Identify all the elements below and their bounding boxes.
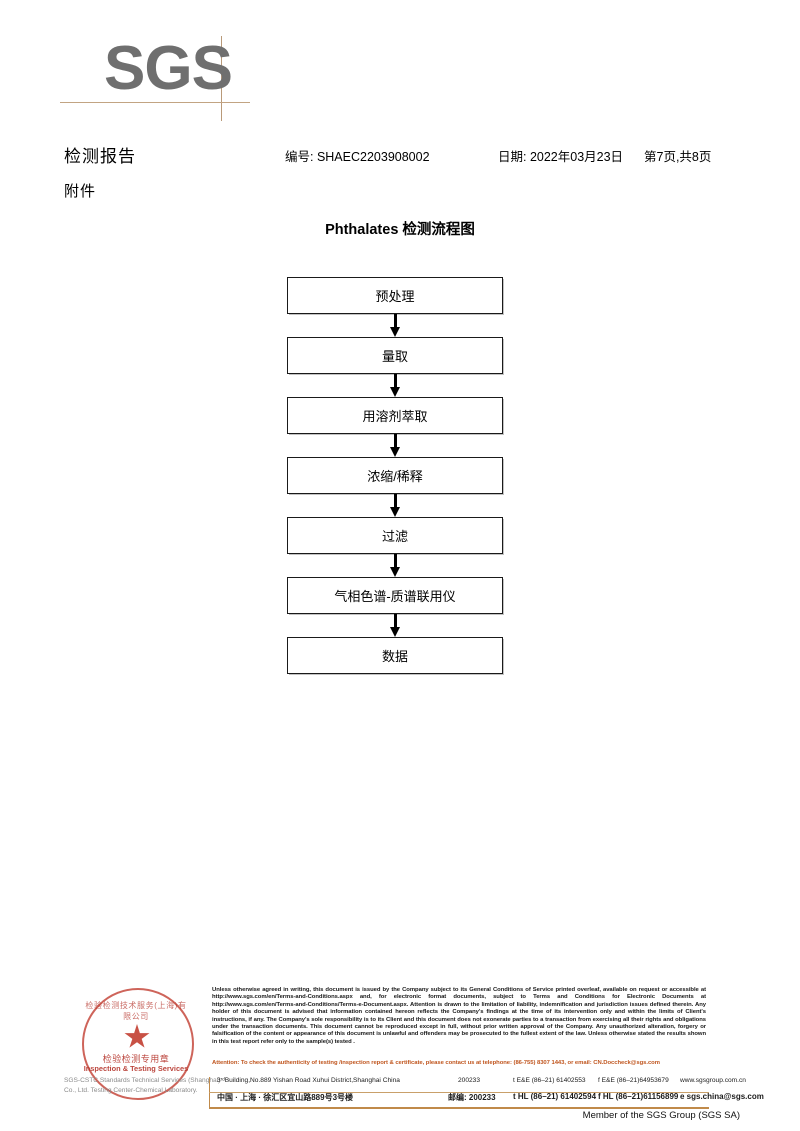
flow-step: 用溶剂萃取 bbox=[287, 397, 503, 434]
address-divider-middle bbox=[209, 1092, 709, 1093]
report-number: 编号: SHAEC2203908002 bbox=[285, 150, 430, 164]
website-url: www.sgsgroup.com.cn bbox=[680, 1077, 746, 1084]
flow-step: 气相色谱-质谱联用仪 bbox=[287, 577, 503, 614]
flow-arrow-icon bbox=[287, 494, 503, 517]
footer-address-block: 3ʳᵈBuilding,No.889 Yishan Road Xuhui Dis… bbox=[209, 1077, 764, 1109]
logo-text: SGS bbox=[104, 34, 233, 103]
page-title: 检测报告 bbox=[64, 147, 136, 166]
address-chinese: 中国 · 上海 · 徐汇区宜山路889号3号楼 bbox=[217, 1093, 354, 1102]
report-date: 日期: 2022年03月23日 bbox=[498, 150, 624, 164]
fax-hl: f HL (86–21)61156899 bbox=[598, 1092, 679, 1101]
flowchart-title: Phthalates 检测流程图 bbox=[325, 222, 475, 238]
flow-step: 量取 bbox=[287, 337, 503, 374]
address-english: 3ʳᵈBuilding,No.889 Yishan Road Xuhui Dis… bbox=[217, 1077, 400, 1084]
legal-paragraph: Unless otherwise agreed in writing, this… bbox=[212, 987, 706, 1045]
stamp-arc-text: 检验检测技术服务(上海)有限公司 bbox=[85, 1001, 187, 1021]
member-of-sgs-group: Member of the SGS Group (SGS SA) bbox=[582, 1110, 740, 1121]
email-address: e sgs.china@sgs.com bbox=[680, 1092, 764, 1101]
address-row-english: 3ʳᵈBuilding,No.889 Yishan Road Xuhui Dis… bbox=[213, 1077, 746, 1092]
logo-crosshair-horizontal bbox=[60, 102, 250, 103]
company-seal-stamp: 检验检测技术服务(上海)有限公司 检验检测专用章 Inspection & Te… bbox=[64, 988, 220, 1106]
flow-arrow-icon bbox=[287, 434, 503, 457]
zip-english: 200233 bbox=[458, 1077, 481, 1084]
telephone-hl: t HL (86–21) 61402594 bbox=[513, 1092, 597, 1101]
logo-crosshair-vertical bbox=[221, 36, 222, 121]
stamp-circle bbox=[82, 988, 194, 1100]
address-row-chinese: 中国 · 上海 · 徐汇区宜山路889号3号楼 邮编: 200233 t HL … bbox=[213, 1092, 764, 1107]
legal-disclaimer: Unless otherwise agreed in writing, this… bbox=[212, 987, 706, 1046]
page-number: 第7页,共8页 bbox=[644, 150, 712, 164]
flow-arrow-icon bbox=[287, 554, 503, 577]
stamp-chinese-text: 检验检测专用章 bbox=[102, 1054, 170, 1064]
stamp-english-text: Inspection & Testing Services bbox=[83, 1064, 189, 1073]
flow-step: 浓缩/稀释 bbox=[287, 457, 503, 494]
flow-step: 预处理 bbox=[287, 277, 503, 314]
stamp-company-name: SGS-CSTC Standards Technical Services (S… bbox=[64, 1077, 221, 1094]
attention-notice: Attention: To check the authenticity of … bbox=[212, 1060, 660, 1066]
attachment-label: 附件 bbox=[64, 183, 97, 200]
zip-chinese: 邮编: 200233 bbox=[448, 1093, 496, 1102]
flow-arrow-icon bbox=[287, 374, 503, 397]
flow-arrow-icon bbox=[287, 314, 503, 337]
fax-ee: f E&E (86–21)64953679 bbox=[598, 1077, 669, 1084]
flow-step: 数据 bbox=[287, 637, 503, 674]
sgs-logo: SGS bbox=[60, 34, 304, 128]
flow-arrow-icon bbox=[287, 614, 503, 637]
flowchart: 预处理 量取 用溶剂萃取 浓缩/稀释 过滤 气相色谱-质谱联用仪 数据 bbox=[287, 277, 503, 674]
flow-step: 过滤 bbox=[287, 517, 503, 554]
address-divider-bottom bbox=[209, 1107, 709, 1109]
telephone-ee: t E&E (86–21) 61402553 bbox=[513, 1077, 586, 1084]
document-header: 检测报告 编号: SHAEC2203908002 日期: 2022年03月23日… bbox=[0, 142, 800, 166]
